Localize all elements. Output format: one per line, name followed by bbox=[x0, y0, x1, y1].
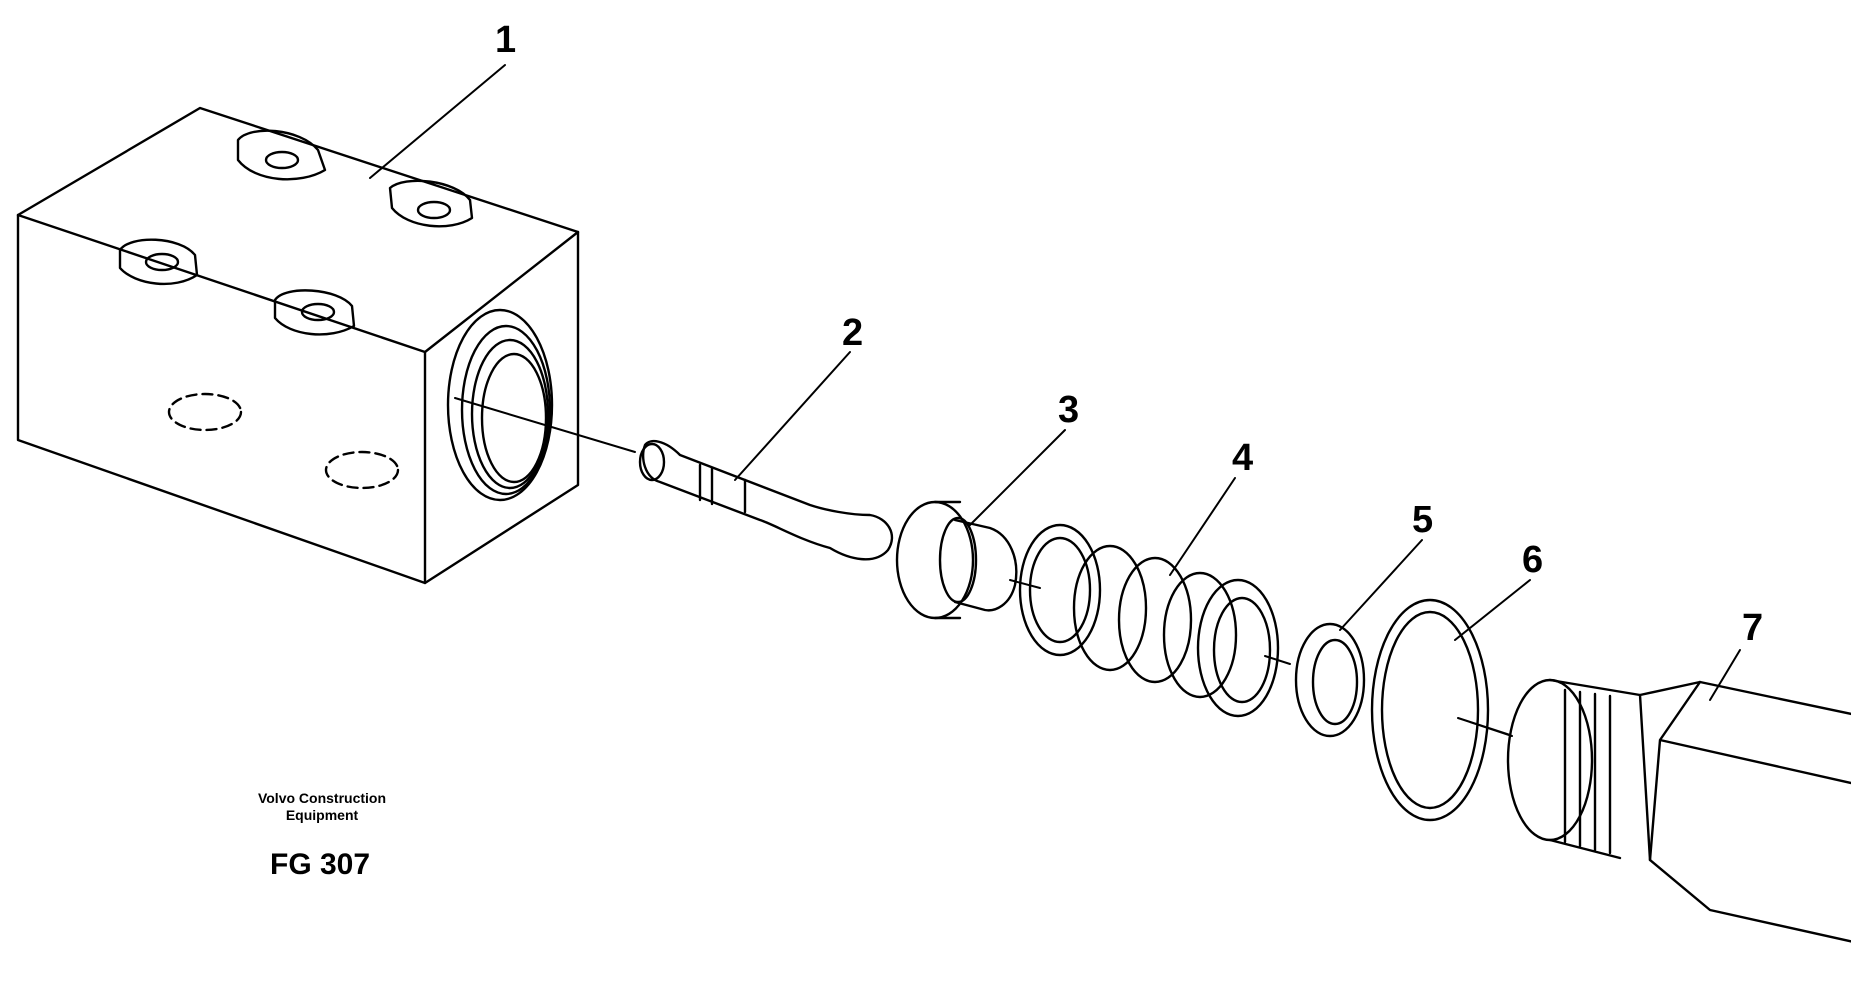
leader-6 bbox=[1454, 579, 1531, 641]
callout-3: 3 bbox=[1058, 389, 1079, 431]
leader-lines bbox=[369, 64, 1741, 701]
caption-company-line1: Volvo Construction bbox=[257, 790, 387, 806]
callout-4: 4 bbox=[1232, 437, 1253, 479]
callout-6: 6 bbox=[1522, 539, 1543, 581]
leader-5 bbox=[1339, 539, 1423, 631]
caption-figure-code: FG 307 bbox=[270, 848, 371, 881]
part-1-valve-housing bbox=[16, 106, 580, 585]
part-3-poppet bbox=[895, 500, 1018, 620]
callout-2: 2 bbox=[842, 312, 863, 354]
caption-company: Volvo Construction Equipment bbox=[222, 790, 422, 824]
leader-1 bbox=[369, 64, 506, 179]
callout-7: 7 bbox=[1742, 607, 1763, 649]
caption-company-line2: Equipment bbox=[285, 807, 359, 823]
callout-5: 5 bbox=[1412, 499, 1433, 541]
callout-1: 1 bbox=[495, 19, 516, 61]
leader-2 bbox=[734, 351, 851, 481]
part-7-plug bbox=[1506, 678, 1851, 943]
part-2-pin bbox=[638, 439, 894, 561]
part-4-spring bbox=[1018, 523, 1280, 718]
part-6-o-ring bbox=[1370, 598, 1490, 822]
leader-7 bbox=[1709, 649, 1741, 701]
leader-4 bbox=[1169, 477, 1236, 576]
assembly-axis-line bbox=[454, 397, 1513, 737]
callout-labels: 1 2 3 4 5 6 7 bbox=[495, 19, 1763, 649]
part-5-washer bbox=[1294, 622, 1366, 738]
leader-3 bbox=[969, 429, 1066, 526]
